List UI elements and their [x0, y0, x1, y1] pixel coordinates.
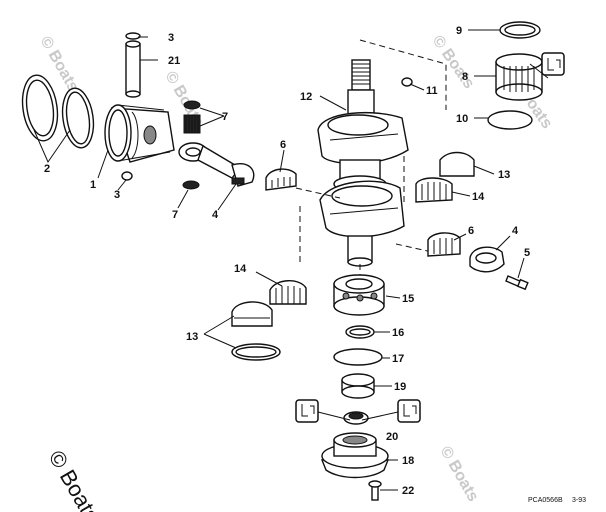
- roller-bearing: [495, 53, 543, 101]
- bearing-cage-left: [269, 280, 307, 305]
- connecting-rod: [178, 142, 255, 187]
- bearing-half-left: [231, 301, 273, 327]
- rod-bolt: [505, 275, 529, 291]
- callout-numbers: 3 21 2 1 3 7 7 4 6 12 11 9 8 10 13 14 6 …: [44, 25, 530, 497]
- callout-label: 5: [524, 247, 530, 259]
- ball-bearing: [333, 274, 385, 316]
- bearing-cage-lower: [427, 232, 461, 257]
- piston-rings: [21, 74, 95, 149]
- callout-label: 19: [394, 381, 406, 393]
- callout-label: 22: [402, 485, 414, 497]
- watermark-text: © Boats: [429, 33, 478, 93]
- callout-label: 3: [114, 189, 120, 201]
- callout-label: 7: [172, 209, 178, 221]
- watermark-group: © Boats © Boats © Boats © Boats © Boats …: [37, 33, 556, 512]
- callout-label: 13: [186, 331, 198, 343]
- callout-label: 10: [456, 113, 468, 125]
- callout-label: 4: [212, 209, 219, 221]
- watermark-text: © Boats: [437, 444, 482, 505]
- housing-screw: [368, 480, 382, 501]
- callout-label: 16: [392, 327, 404, 339]
- callout-label: 14: [472, 191, 485, 203]
- oil-seal: [343, 411, 369, 425]
- callout-label: 13: [498, 169, 510, 181]
- callout-label: 18: [402, 455, 414, 467]
- wrist-pin: [125, 40, 141, 98]
- callout-label: 8: [462, 71, 468, 83]
- pin-bearings: [182, 100, 201, 190]
- callout-label: 11: [426, 85, 438, 97]
- callout-label: 2: [44, 163, 50, 175]
- callout-label: 9: [456, 25, 462, 37]
- lubricant-symbol-icon: [397, 399, 421, 423]
- o-ring-upper: [487, 110, 533, 130]
- lubricant-symbol-icon: [541, 52, 565, 76]
- callout-label: 6: [280, 139, 286, 151]
- piston: [104, 104, 175, 163]
- callout-label: 7: [222, 111, 228, 123]
- crankshaft: [317, 59, 413, 267]
- retaining-ring-left: [231, 343, 281, 361]
- callout-label: 12: [300, 91, 312, 103]
- callout-label: 3: [168, 32, 174, 44]
- rod-cap: [469, 246, 505, 273]
- bearing-half-upper-right: [439, 151, 475, 177]
- woodruff-key: [401, 77, 413, 87]
- o-ring-lower: [333, 348, 383, 366]
- callout-label: 6: [468, 225, 474, 237]
- bearing-cage-upper: [265, 168, 297, 191]
- leader-lines: [33, 29, 549, 491]
- callout-label: 14: [234, 263, 247, 275]
- callout-label: 21: [168, 55, 180, 67]
- seal-ring: [499, 21, 541, 39]
- watermark-text: © Boats: [44, 446, 105, 512]
- bushing: [341, 373, 375, 399]
- drawing-code: PCA0566B: [528, 497, 563, 504]
- callout-label: 17: [392, 353, 404, 365]
- date-code: 3-93: [572, 497, 586, 504]
- callout-label: 1: [90, 179, 96, 191]
- callout-label: 20: [386, 431, 398, 443]
- retaining-rings: [121, 32, 141, 181]
- callout-label: 4: [512, 225, 519, 237]
- bearing-housing: [320, 432, 390, 479]
- bearing-cage-right: [415, 177, 453, 203]
- callout-label: 15: [402, 293, 414, 305]
- snap-ring: [345, 325, 375, 339]
- lubricant-symbol-icon: [295, 399, 319, 423]
